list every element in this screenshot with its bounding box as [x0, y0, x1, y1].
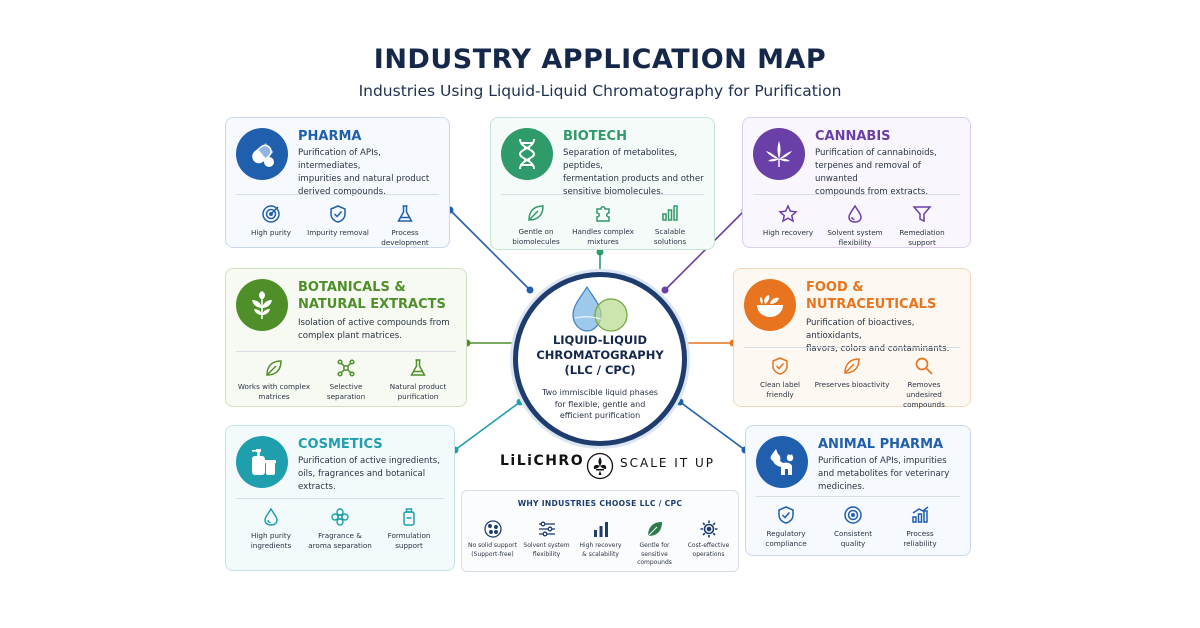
lilichro-logo: LiLiCHRO: [500, 453, 585, 469]
connector-pharma: [449, 209, 531, 291]
card-cosmetics: COSMETICS Purification of active ingredi…: [225, 425, 455, 571]
why-title: WHY INDUSTRIES CHOOSE LLC / CPC: [517, 499, 683, 508]
sliders-icon: [519, 519, 574, 539]
shield-check-icon: [746, 504, 826, 526]
card-title: PHARMA: [298, 129, 362, 144]
connector-cannabis: [664, 209, 746, 291]
feature-impurity-removal: Impurity removal: [298, 203, 378, 238]
card-title: ANIMAL PHARMA: [818, 437, 944, 452]
filter-icon: [882, 203, 962, 225]
bottle-icon: [369, 506, 449, 528]
animal-icon: [756, 436, 808, 488]
leaf-icon: [234, 357, 314, 379]
cosmetic-bottle-icon: [236, 436, 288, 488]
leaf-icon: [496, 202, 576, 224]
gear-icon: [681, 519, 736, 539]
feature-high-recovery: High recovery: [748, 203, 828, 238]
magnifier-icon: [884, 355, 964, 377]
flower-icon: [300, 506, 380, 528]
flask-icon: [378, 357, 458, 379]
scale-it-up-tagline: SCALE IT UP: [620, 456, 715, 470]
leaf-icon: [627, 519, 682, 539]
connector-animal: [679, 401, 746, 451]
card-title: BOTANICALS &NATURAL EXTRACTS: [298, 280, 446, 312]
card-description: Separation of metabolites, peptides,ferm…: [563, 148, 704, 197]
card-description: Purification of cannabinoids,terpenes an…: [815, 148, 937, 197]
dna-icon: [501, 128, 553, 180]
card-title: FOOD &NUTRACEUTICALS: [806, 280, 937, 312]
card-description: Purification of bioactives, antioxidants…: [806, 318, 950, 354]
connector-cosmetics: [454, 401, 521, 451]
puzzle-icon: [563, 202, 643, 224]
page-subtitle: Industries Using Liquid-Liquid Chromatog…: [358, 82, 842, 100]
card-cannabis: CANNABIS Purification of cannabinoids,te…: [742, 117, 971, 248]
cannabis-leaf-icon: [753, 128, 805, 180]
pill-icon: [236, 128, 288, 180]
dots-circle-icon: [465, 519, 520, 539]
card-animal-pharma: ANIMAL PHARMA Purification of APIs, impu…: [745, 425, 971, 556]
card-food: FOOD &NUTRACEUTICALS Purification of bio…: [733, 268, 971, 410]
drop-icon: [231, 506, 311, 528]
fleur-de-lis-icon: [586, 452, 614, 480]
card-pharma: PHARMA Purification of APIs, intermediat…: [225, 117, 450, 248]
feature-high-purity: High purity: [231, 203, 311, 238]
bar-chart-icon: [630, 202, 710, 224]
card-biotech: BIOTECH Separation of metabolites, pepti…: [490, 117, 715, 250]
card-description: Purification of active ingredients,oils,…: [298, 456, 440, 492]
feature-preserves-bioactivity: Preserves bioactivity: [812, 355, 892, 390]
flask-icon: [365, 203, 445, 225]
target-icon: [813, 504, 893, 526]
star-icon: [748, 203, 828, 225]
why-choose-box: WHY INDUSTRIES CHOOSE LLC / CPC No solid…: [461, 490, 739, 572]
card-title: BIOTECH: [563, 129, 627, 144]
card-botanicals: BOTANICALS &NATURAL EXTRACTS Isolation o…: [225, 268, 467, 407]
shield-check-icon: [298, 203, 378, 225]
why-item-support-free: No solid support(Support-free): [465, 519, 520, 559]
plant-icon: [236, 279, 288, 331]
card-title: CANNABIS: [815, 129, 891, 144]
drop-icon: [815, 203, 895, 225]
leaf-icon: [812, 355, 892, 377]
molecule-icon: [306, 357, 386, 379]
liquid-drops-icon: [572, 285, 628, 332]
growth-chart-icon: [880, 504, 960, 526]
target-icon: [231, 203, 311, 225]
page-title: INDUSTRY APPLICATION MAP: [373, 44, 827, 75]
bowl-icon: [744, 279, 796, 331]
card-title: COSMETICS: [298, 437, 383, 452]
card-description: Purification of APIs, intermediates,impu…: [298, 148, 430, 197]
bar-chart-icon: [573, 519, 628, 539]
why-item-high-recovery: High recovery& scalability: [573, 519, 628, 559]
shield-check-icon: [740, 355, 820, 377]
feature-fragrance-separation: Fragrance &aroma separation: [300, 506, 380, 551]
